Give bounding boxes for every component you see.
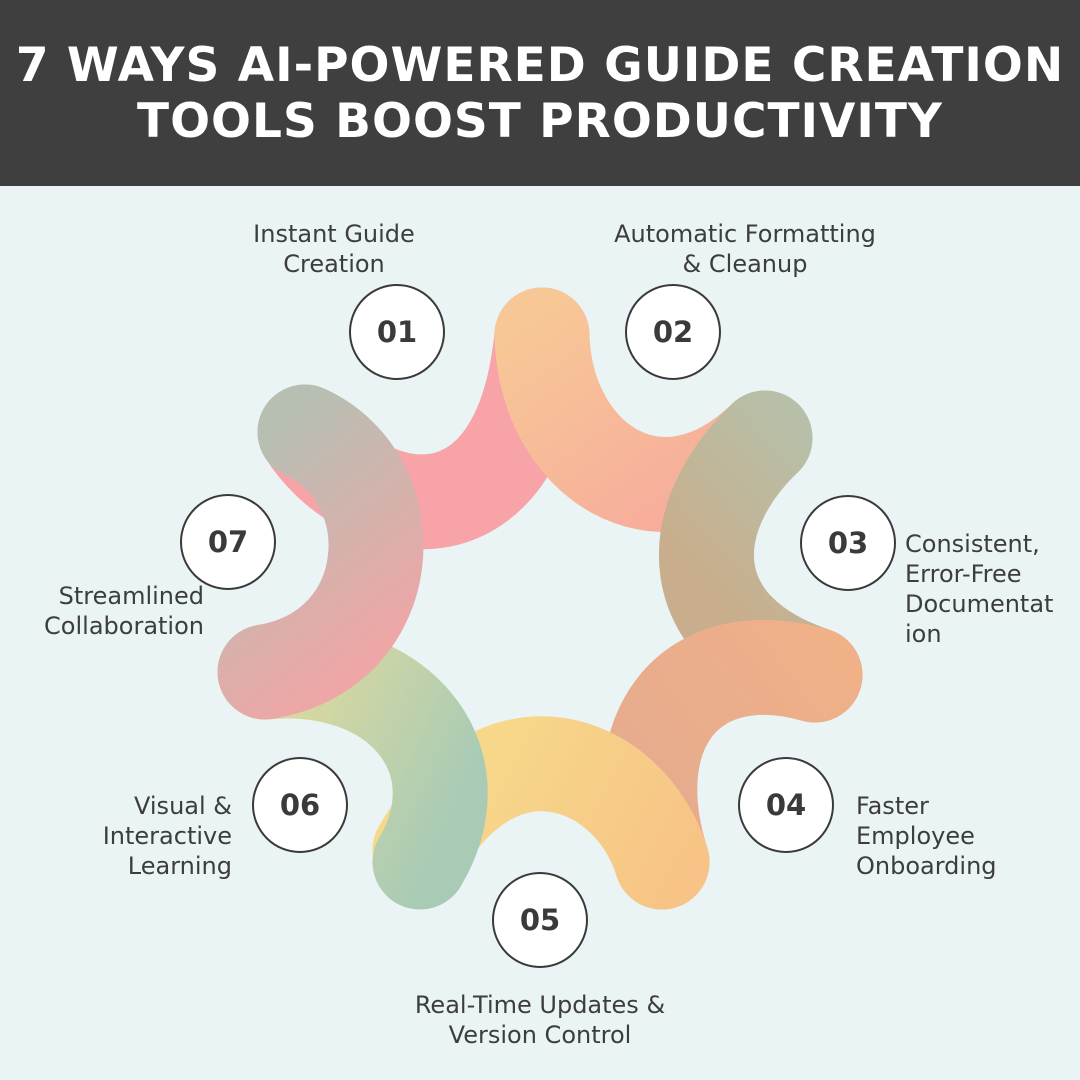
label-line: Learning	[127, 852, 232, 880]
step-badge-03: 03	[800, 495, 896, 591]
step-badge-05: 05	[492, 872, 588, 968]
step-badge-02: 02	[625, 284, 721, 380]
label-line: Automatic Formatting	[614, 220, 876, 248]
label-line: Interactive	[102, 822, 232, 850]
label-line: Visual &	[134, 792, 232, 820]
page-title: 7 WAYS AI-POWERED GUIDE CREATION TOOLS B…	[0, 38, 1080, 150]
step-badge-06: 06	[252, 757, 348, 853]
label-line: ion	[905, 620, 942, 648]
label-line: Faster	[856, 792, 929, 820]
title-line-2: TOOLS BOOST PRODUCTIVITY	[137, 94, 943, 149]
label-06: Visual & Interactive Learning	[40, 791, 232, 881]
label-02: Automatic Formatting & Cleanup	[590, 219, 900, 279]
title-line-1: 7 WAYS AI-POWERED GUIDE CREATION	[15, 38, 1065, 93]
label-05: Real-Time Updates & Version Control	[380, 990, 700, 1050]
label-line: Consistent,	[905, 530, 1040, 558]
header-banner: 7 WAYS AI-POWERED GUIDE CREATION TOOLS B…	[0, 0, 1080, 186]
label-line: Error-Free	[905, 560, 1022, 588]
label-01: Instant Guide Creation	[224, 219, 444, 279]
label-line: Onboarding	[856, 852, 997, 880]
label-line: Version Control	[448, 1021, 632, 1049]
label-line: & Cleanup	[682, 250, 808, 278]
label-04: Faster Employee Onboarding	[856, 791, 1056, 881]
label-line: Instant Guide	[253, 220, 415, 248]
arc-07	[217, 384, 424, 720]
label-07: Streamlined Collaboration	[10, 581, 204, 641]
label-line: Streamlined	[58, 582, 204, 610]
label-line: Real-Time Updates &	[414, 991, 666, 1019]
label-line: Documentat	[905, 590, 1054, 618]
label-03: Consistent, Error-Free Documentat ion	[905, 529, 1075, 649]
step-badge-07: 07	[180, 494, 276, 590]
label-line: Creation	[283, 250, 385, 278]
label-line: Collaboration	[44, 612, 204, 640]
step-badge-04: 04	[738, 757, 834, 853]
step-badge-01: 01	[349, 284, 445, 380]
label-line: Employee	[856, 822, 975, 850]
